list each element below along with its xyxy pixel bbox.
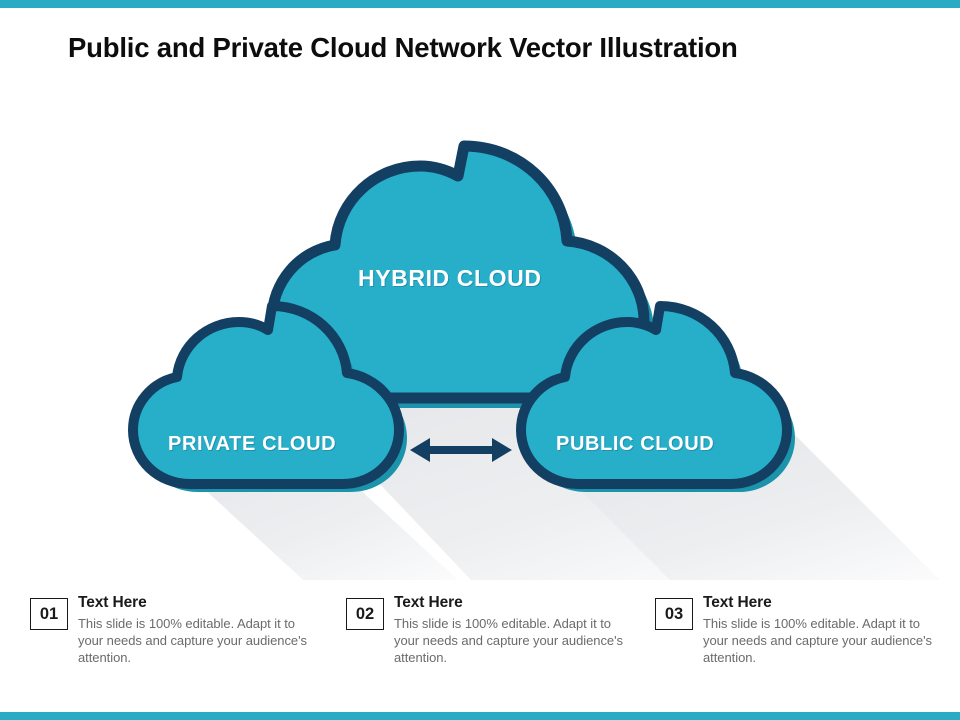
legend-row: 01 Text Here This slide is 100% editable… <box>0 588 960 688</box>
legend-number-badge: 03 <box>655 598 693 630</box>
legend-body: This slide is 100% editable. Adapt it to… <box>78 616 307 665</box>
bottom-accent-bar <box>0 712 960 720</box>
double-headed-arrow-icon <box>410 438 512 462</box>
legend-body: This slide is 100% editable. Adapt it to… <box>394 616 623 665</box>
cloud-shape-hybrid[interactable] <box>258 140 678 430</box>
cloud-shape-public[interactable] <box>510 300 810 520</box>
legend-number-badge: 02 <box>346 598 384 630</box>
legend-item-02[interactable]: 02 Text Here This slide is 100% editable… <box>346 588 646 684</box>
page-title: Public and Private Cloud Network Vector … <box>68 32 738 63</box>
legend-heading: Text Here <box>703 594 772 611</box>
legend-heading: Text Here <box>394 594 463 611</box>
legend-item-03[interactable]: 03 Text Here This slide is 100% editable… <box>655 588 955 684</box>
top-accent-bar <box>0 0 960 8</box>
legend-body: This slide is 100% editable. Adapt it to… <box>703 616 932 665</box>
cloud-diagram: HYBRID CLOUD PRIVATE CLOUD PUBLIC CLOUD <box>0 100 960 580</box>
legend-number-badge: 01 <box>30 598 68 630</box>
cloud-shape-private[interactable] <box>122 300 422 520</box>
legend-text-block: Text Here This slide is 100% editable. A… <box>394 594 634 666</box>
legend-heading: Text Here <box>78 594 147 611</box>
legend-item-01[interactable]: 01 Text Here This slide is 100% editable… <box>30 588 330 684</box>
legend-text-block: Text Here This slide is 100% editable. A… <box>78 594 318 666</box>
legend-text-block: Text Here This slide is 100% editable. A… <box>703 594 943 666</box>
